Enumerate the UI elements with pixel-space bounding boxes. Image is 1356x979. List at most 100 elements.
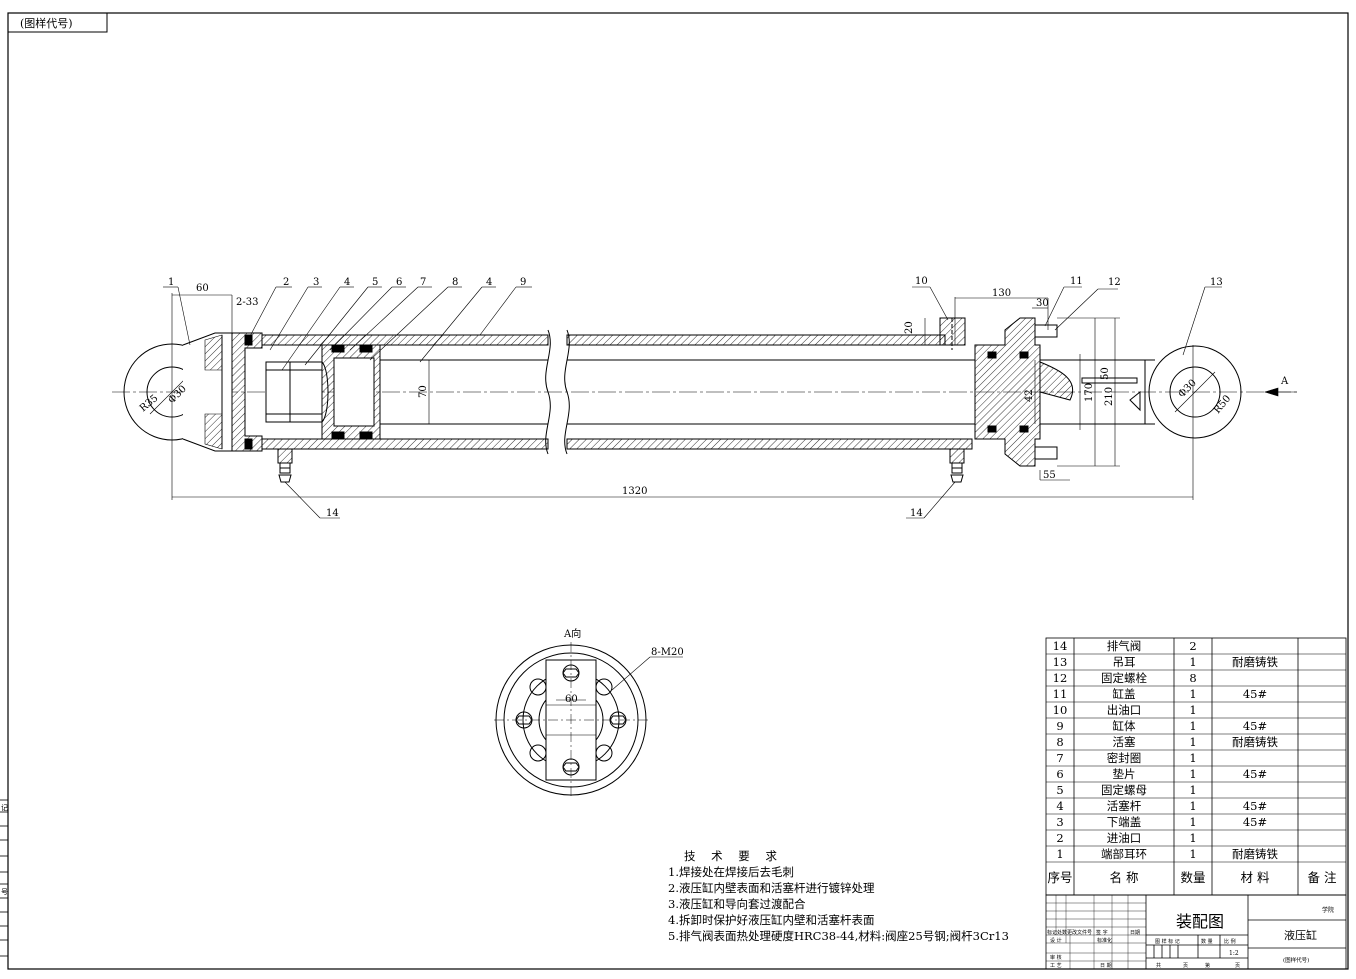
tb-label-date: 日期 — [1130, 930, 1140, 936]
dim-phi30-right: Φ30 — [1176, 378, 1199, 401]
bom-header-mat: 材 料 — [1241, 870, 1270, 885]
barrel-top-right — [566, 334, 946, 346]
tb-label-design: 设 计 — [1050, 937, 1062, 944]
dim-2-33: 2-33 — [236, 297, 258, 308]
title-block — [1045, 894, 1347, 970]
bom-header-name: 名 称 — [1110, 870, 1139, 885]
bolt-bottom — [1034, 446, 1058, 460]
dim-60: 60 — [196, 283, 209, 294]
bom-cell-name: 垫片 — [1113, 767, 1136, 781]
tb-label-mark: 标记 — [1047, 929, 1057, 936]
bom-cell-no: 9 — [1056, 719, 1063, 733]
part-label-12: 12 — [1108, 277, 1121, 288]
bom-table — [1045, 637, 1347, 896]
bom-cell-mat: 耐磨铸铁 — [1232, 735, 1278, 749]
tb-label-review: 审 核 — [1050, 954, 1062, 961]
bom-header-no: 序号 — [1047, 870, 1072, 885]
tech-item-4: 4.拆卸时保护好液压缸内壁和活塞杆表面 — [668, 913, 875, 927]
corner-tag-box — [7, 12, 108, 33]
bom-cell-no: 11 — [1053, 687, 1068, 701]
part-label-5: 5 — [372, 277, 378, 288]
part-label-14b: 14 — [910, 508, 923, 519]
dim-55: 55 — [1043, 470, 1056, 481]
bom-cell-qty: 1 — [1189, 847, 1196, 861]
cylinder-assembly — [123, 317, 1242, 483]
bom-cell-mat: 45# — [1243, 815, 1267, 829]
tb-label-nth: 第 — [1205, 962, 1210, 969]
bom-cell-name: 下端盖 — [1107, 815, 1142, 829]
bom-cell-name: 固定螺栓 — [1101, 671, 1147, 685]
technical-requirements: 技 术 要 求 1.焊接处在焊接后去毛刺 2.液压缸内壁表面和活塞杆进行镀锌处理… — [668, 848, 1009, 944]
bom-header-note: 备 注 — [1308, 870, 1337, 885]
bom-cell-qty: 1 — [1189, 783, 1196, 797]
part-label-6: 6 — [396, 277, 402, 288]
bom-cell-qty: 1 — [1189, 831, 1196, 845]
bom-cell-qty: 1 — [1189, 655, 1196, 669]
view-a — [494, 642, 683, 798]
dimension-lines — [171, 293, 1297, 500]
bom-cell-name: 固定螺母 — [1101, 783, 1147, 797]
bom-cell-qty: 1 — [1189, 735, 1196, 749]
bom-cell-no: 3 — [1056, 815, 1063, 829]
view-a-title: A向 — [563, 627, 581, 640]
bom-cell-qty: 1 — [1189, 767, 1196, 781]
bom-cell-name: 缸体 — [1113, 719, 1136, 733]
leader-lines — [163, 286, 1222, 519]
view-a-bolts-label: 8-M20 — [651, 647, 684, 658]
tb-label-date2: 日 期 — [1100, 963, 1112, 969]
bom-header-qty: 数量 — [1180, 870, 1205, 885]
bom-cell-qty: 8 — [1189, 671, 1196, 685]
dim-30: 30 — [1036, 298, 1049, 309]
bom-cell-no: 5 — [1056, 783, 1063, 797]
bom-cell-qty: 1 — [1189, 751, 1196, 765]
tb-scale: 1:2 — [1229, 950, 1239, 957]
dim-170: 170 — [1084, 383, 1095, 402]
left-strip-label-1: 记 — [1, 804, 8, 812]
part-label-7: 7 — [420, 277, 426, 288]
bom-cell-name: 出油口 — [1107, 703, 1142, 717]
bom-cell-qty: 1 — [1189, 815, 1196, 829]
corner-tag: (图样代号) — [20, 16, 73, 30]
tb-label-scale: 比 例 — [1224, 938, 1236, 945]
dim-210: 210 — [1104, 387, 1115, 406]
barrel-bottom-left — [261, 438, 549, 450]
part-label-14a: 14 — [326, 508, 339, 519]
tb-part-name: 液压缸 — [1284, 928, 1317, 942]
dim-r35: R35 — [138, 393, 161, 414]
bom-cell-name: 活塞 — [1113, 735, 1136, 749]
tb-code: (图样代号) — [1283, 956, 1309, 964]
dim-r50: R50 — [1212, 393, 1233, 416]
bom-cell-no: 6 — [1056, 767, 1063, 781]
tb-label-standard: 标准化 — [1097, 937, 1112, 944]
tech-item-3: 3.液压缸和导向套过渡配合 — [668, 897, 806, 911]
bom-cell-mat: 45# — [1243, 799, 1267, 813]
barrel-top-left — [261, 334, 549, 346]
bom-cell-name: 吊耳 — [1113, 655, 1136, 669]
tb-label-drawing-mark: 图 样 标 记 — [1155, 938, 1180, 945]
bom-cell-name: 缸盖 — [1113, 687, 1136, 701]
bleed-valve-left — [277, 448, 293, 483]
bom-cell-name: 密封圈 — [1107, 751, 1142, 765]
bom-cell-name: 进油口 — [1107, 831, 1142, 845]
part-label-11: 11 — [1070, 276, 1083, 287]
part-label-1: 1 — [168, 277, 174, 288]
tech-item-5: 5.排气阀表面热处理硬度HRC38-44,材料:阀座25号钢;阀杆3Cr13 — [668, 929, 1009, 943]
bom-cell-mat: 45# — [1243, 687, 1267, 701]
bom-cell-qty: 1 — [1189, 799, 1196, 813]
tb-label-page1: 页 — [1183, 963, 1188, 969]
bom-cell-mat: 耐磨铸铁 — [1232, 655, 1278, 669]
bom-cell-no: 14 — [1053, 639, 1068, 653]
part-label-3: 3 — [313, 277, 319, 288]
bom-cell-no: 2 — [1056, 831, 1063, 845]
right-eye-bore — [1169, 366, 1221, 418]
tech-title: 技 术 要 求 — [684, 849, 783, 863]
bom-cell-name: 端部耳环 — [1101, 847, 1147, 861]
dim-42: 42 — [1024, 389, 1035, 402]
bom-cell-no: 4 — [1056, 799, 1063, 813]
dim-20: 20 — [904, 321, 915, 334]
tb-drawing-name: 装配图 — [1176, 912, 1224, 931]
tb-label-process: 工 艺 — [1050, 963, 1062, 969]
bom-cell-qty: 1 — [1189, 703, 1196, 717]
bom-cell-qty: 2 — [1189, 639, 1196, 653]
